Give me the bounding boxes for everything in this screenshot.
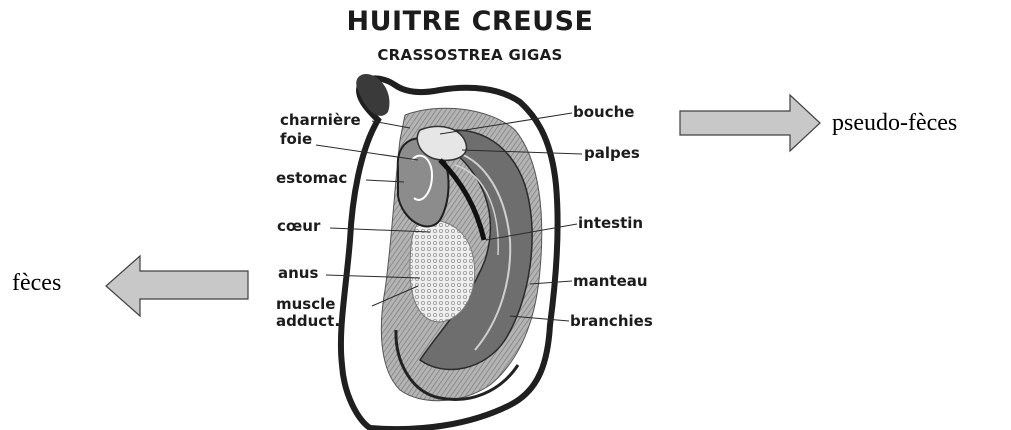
feces-arrow [106, 256, 248, 316]
label-foie: foie [280, 131, 312, 147]
label-bouche: bouche [573, 104, 634, 120]
label-palpes: palpes [584, 145, 640, 161]
feces-label: fèces [12, 270, 61, 297]
label-branchies: branchies [570, 313, 653, 329]
label-adduct: adduct. [276, 313, 340, 329]
label-estomac: estomac [276, 170, 347, 186]
label-manteau: manteau [573, 273, 648, 289]
label-charniere: charnière [280, 112, 361, 128]
label-coeur: cœur [277, 218, 320, 234]
label-muscle: muscle [276, 296, 335, 312]
pseudo-feces-label: pseudo-fèces [832, 110, 957, 137]
label-anus: anus [278, 265, 318, 281]
pseudo-feces-arrow [680, 95, 820, 151]
label-intestin: intestin [578, 215, 643, 231]
